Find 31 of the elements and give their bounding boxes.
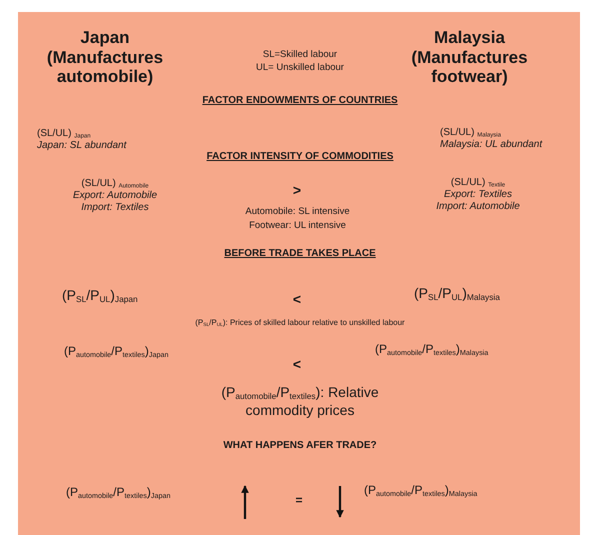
ratio-text: (SL/UL) $_{Japan}$ [37, 128, 91, 139]
ratio-text: (SL/UL) $_{Automobile}$ [81, 178, 149, 189]
section-heading: FACTOR INTENSITY OF COMMODITIES [206, 151, 394, 162]
comparison-sign: < [292, 356, 302, 372]
comparison-sign: > [292, 182, 302, 198]
ratio-text: (P$_{SL}$/P$_{UL}$)$_{Malaysia}$ [414, 285, 500, 301]
ratio-text: (P$_{SL}$/P$_{UL}$)$_{Japan}$ [62, 287, 138, 303]
country-heading: Japan (Manufactures automobile) [46, 28, 164, 86]
ratio-text: (P$_{automobile}$/P$_{textiles}$)$_{Japan}$ [66, 485, 170, 499]
note-text: Japan: SL abundant [37, 140, 126, 151]
definition-text: SL=Skilled labour [262, 49, 338, 60]
note-text: Malaysia: UL abundant [440, 139, 542, 150]
ratio-text: (SL/UL) $_{Malaysia}$ [440, 127, 501, 138]
section-heading: WHAT HAPPENS AFER TRADE? [223, 440, 377, 451]
ratio-text: (SL/UL) $_{Textile}$ [450, 177, 506, 188]
section-heading: FACTOR ENDOWMENTS OF COUNTRIES [202, 95, 398, 106]
ratio-text: (P$_{automobile}$/P$_{textiles}$)$_{Japan}$ [64, 344, 168, 358]
note-text: Import: Textiles [81, 202, 149, 213]
comparison-sign: < [292, 291, 302, 307]
definition-text: (P$_{automobile}$/P$_{textiles}$): Relative commodity prices [221, 384, 379, 418]
note-text: Export: Automobile [72, 190, 158, 201]
comparison-sign: = [295, 493, 302, 507]
definition-text: UL= Unskilled labour [256, 62, 344, 73]
ratio-text: (P$_{automobile}$/P$_{textiles}$)$_{Malaysia}$ [375, 342, 488, 356]
note-text: Footwear: UL intensive [249, 220, 346, 231]
section-heading: BEFORE TRADE TAKES PLACE [224, 248, 376, 259]
country-heading: Malaysia (Manufactures footwear) [411, 28, 528, 86]
note-text: Automobile: SL intensive [245, 206, 350, 217]
note-text: Export: Textiles [444, 189, 512, 200]
ratio-text: (P$_{automobile}$/P$_{textiles}$)$_{Malaysia}$ [364, 483, 478, 497]
note-text: Import: Automobile [436, 201, 520, 212]
